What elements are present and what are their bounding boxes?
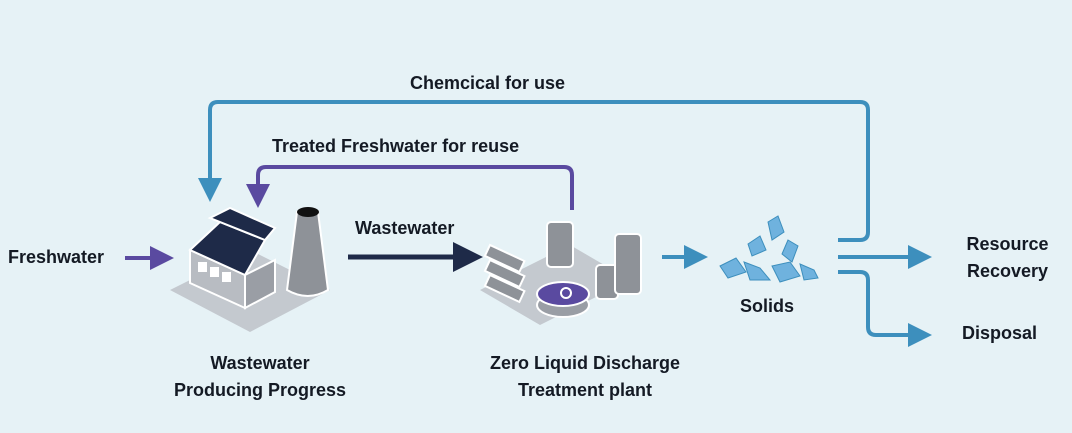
zld-label-line1: Zero Liquid Discharge [489, 353, 681, 373]
wastewater-label: Wastewater [355, 218, 455, 238]
zld-label: Zero Liquid Discharge Treatment plant [470, 350, 700, 404]
disposal-arrow [838, 270, 932, 347]
process-label: Wastewater Producing Progress [160, 350, 360, 404]
chemical-label: Chemcical for use [410, 73, 566, 93]
zld-label-line2: Treatment plant [517, 380, 653, 400]
factory-icon [170, 206, 330, 332]
treated-freshwater-label: Treated Freshwater for reuse [272, 136, 520, 156]
freshwater-label: Freshwater [8, 247, 105, 267]
solids-label: Solids [740, 296, 795, 316]
disposal-label: Disposal [962, 323, 1038, 343]
recovery-label-line2: Recovery [966, 261, 1049, 281]
process-label-line2: Producing Progress [173, 380, 347, 400]
recovery-label-line1: Resource [966, 234, 1049, 254]
treatment-plant-icon [480, 221, 642, 325]
chemical-return-arrow [198, 100, 870, 242]
resource-recovery-label: Resource Recovery [955, 231, 1060, 285]
solids-pile-icon [719, 215, 819, 283]
treated-freshwater-arrow [246, 165, 574, 210]
process-label-line1: Wastewater [210, 353, 310, 373]
